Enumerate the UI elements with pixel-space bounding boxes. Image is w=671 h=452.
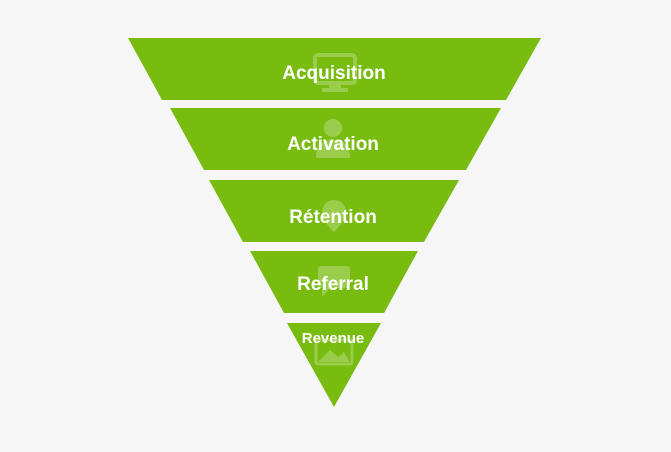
image-landscape-icon [314, 338, 354, 366]
funnel-stage-retention: Rétention [209, 180, 459, 242]
user-person-icon [316, 119, 350, 158]
funnel-band-activation [170, 108, 501, 170]
funnel-band-referral [250, 251, 418, 313]
funnel-stage-activation: Activation [170, 108, 501, 170]
funnel-label-retention: Rétention [289, 207, 377, 228]
speech-bubble-icon [318, 266, 350, 297]
funnel-label-acquisition: Acquisition [282, 63, 385, 84]
funnel-stage-acquisition: Acquisition [128, 38, 541, 100]
funnel-label-revenue: Revenue [302, 330, 365, 347]
funnel-label-activation: Activation [287, 134, 379, 155]
computer-screen-icon [313, 53, 357, 92]
funnel-stage-referral: Referral [250, 251, 418, 313]
funnel-label-referral: Referral [297, 274, 369, 295]
funnel-stage-revenue: Revenue [287, 323, 381, 407]
funnel-band-acquisition [128, 38, 541, 100]
funnel-band-revenue [287, 323, 381, 407]
funnel-band-retention [209, 180, 459, 242]
map-pin-icon [322, 200, 346, 232]
